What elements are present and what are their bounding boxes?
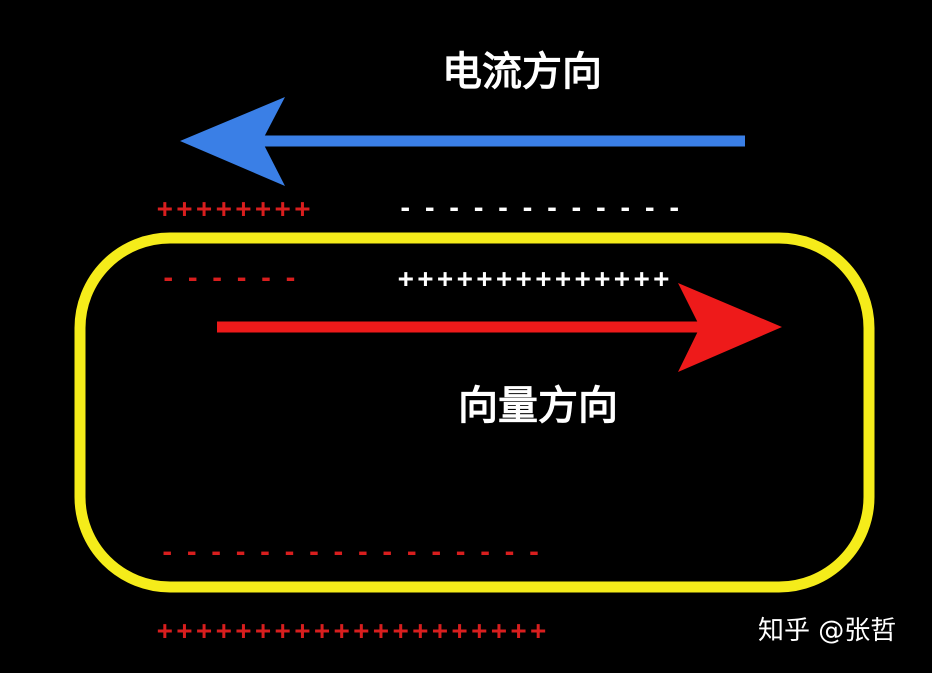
lower-inner-negative-charges: ---------------- <box>160 538 552 566</box>
current-direction-label: 电流方向 <box>442 49 602 95</box>
upper-inner-negative-charges: ------ <box>161 264 308 292</box>
vector-arrow-head <box>678 283 782 372</box>
loop-outline <box>74 232 875 593</box>
current-arrow-head <box>180 97 285 186</box>
bottom-positive-charges: ++++++++++++++++++++ <box>157 616 551 646</box>
watermark: 知乎 @张哲 <box>758 616 897 646</box>
vector-direction-arrow <box>217 283 782 372</box>
top-positive-charges: ++++++++ <box>157 194 315 224</box>
vector-direction-label: 向量方向 <box>458 383 618 429</box>
current-direction-arrow <box>180 97 745 186</box>
upper-inner-positive-charges: ++++++++++++++ <box>398 264 674 294</box>
top-negative-charges: ------------ <box>398 194 692 222</box>
